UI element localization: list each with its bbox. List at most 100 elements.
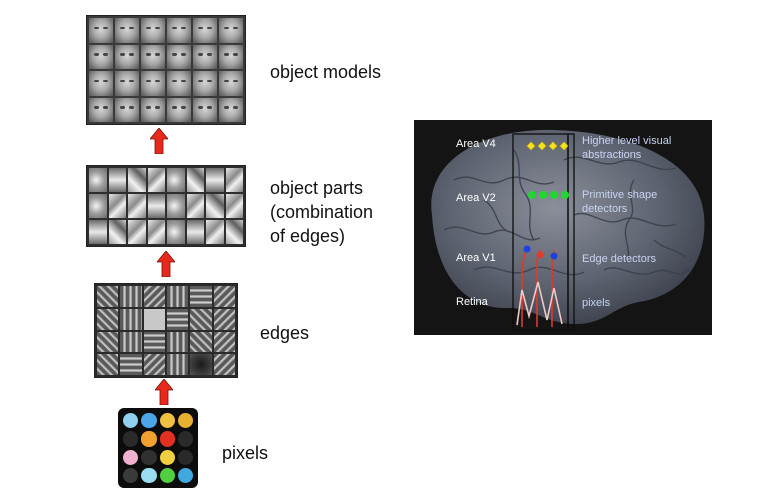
area-v2-label: Area V2 <box>456 192 496 204</box>
face-tile <box>89 44 113 69</box>
object-models-label: object models <box>270 62 382 82</box>
face-tile <box>193 97 217 122</box>
pixel-dot <box>123 449 139 465</box>
part-tile <box>225 194 243 218</box>
edge-tile <box>167 354 189 375</box>
face-tile <box>219 97 243 122</box>
pixel-dot <box>159 467 175 483</box>
brain-illustration <box>431 129 705 331</box>
face-tile <box>167 18 191 43</box>
edge-tile <box>167 331 189 353</box>
face-tile <box>141 71 165 96</box>
pixel-dot <box>123 413 139 429</box>
part-tile <box>206 220 224 244</box>
edge-tile <box>97 286 119 307</box>
edge-tile <box>120 331 142 353</box>
part-tile <box>147 168 165 192</box>
retina-label: Retina <box>456 296 488 308</box>
edge-tile <box>97 354 119 375</box>
face-tile <box>219 18 243 43</box>
part-tile <box>89 220 107 244</box>
retina-description: pixels <box>582 297 611 309</box>
face-tile <box>167 44 191 69</box>
part-tile <box>225 168 243 192</box>
part-tile <box>186 220 204 244</box>
edge-tile <box>120 286 142 307</box>
face-tile <box>115 97 139 122</box>
face-tile <box>115 18 139 43</box>
part-tile <box>147 220 165 244</box>
pixel-dot <box>141 449 157 465</box>
part-tile <box>128 194 146 218</box>
pixel-dot <box>123 467 139 483</box>
part-tile <box>167 168 185 192</box>
part-tile <box>167 220 185 244</box>
edge-tile <box>190 286 212 307</box>
part-tile <box>128 168 146 192</box>
part-tile <box>186 168 204 192</box>
edge-tile <box>143 308 165 330</box>
face-tile <box>193 18 217 43</box>
area-v1-label: Area V1 <box>456 252 496 264</box>
pixel-dot <box>159 449 175 465</box>
face-tile <box>193 71 217 96</box>
pixel-dot <box>177 449 193 465</box>
part-tile <box>89 194 107 218</box>
part-tile <box>206 168 224 192</box>
edge-tile <box>167 308 189 330</box>
pixel-dot <box>177 431 193 447</box>
face-tile <box>167 97 191 122</box>
edge-tile <box>213 331 235 353</box>
area-v4-label: Area V4 <box>456 138 496 150</box>
part-tile <box>128 220 146 244</box>
part-tile <box>186 194 204 218</box>
part-tile <box>167 194 185 218</box>
object-models-image <box>86 15 246 125</box>
edges-image <box>94 283 238 378</box>
edge-tile <box>167 286 189 307</box>
face-tile <box>167 71 191 96</box>
edge-tile <box>97 331 119 353</box>
v2-description: Primitive shape detectors <box>582 189 658 215</box>
face-tile <box>141 97 165 122</box>
edge-tile <box>213 354 235 375</box>
edge-tile <box>190 331 212 353</box>
face-tile <box>141 18 165 43</box>
v4-description: Higher level visual abstractions <box>582 135 672 161</box>
part-tile <box>108 194 126 218</box>
pixel-dot <box>177 413 193 429</box>
pixel-dot <box>159 431 175 447</box>
pixels-label: pixels <box>222 443 269 463</box>
edge-tile <box>190 308 212 330</box>
face-tile <box>193 44 217 69</box>
edge-tile <box>120 308 142 330</box>
up-arrow-icon <box>150 128 168 154</box>
face-tile <box>115 71 139 96</box>
part-tile <box>147 194 165 218</box>
edge-tile <box>143 354 165 375</box>
up-arrow-icon <box>157 251 175 277</box>
edge-tile <box>213 308 235 330</box>
edge-tile <box>213 286 235 307</box>
edge-tile <box>97 308 119 330</box>
part-tile <box>225 220 243 244</box>
face-tile <box>115 44 139 69</box>
v1-description: Edge detectors <box>582 253 656 265</box>
edge-tile <box>143 286 165 307</box>
part-tile <box>108 220 126 244</box>
edge-tile <box>120 354 142 375</box>
face-tile <box>89 18 113 43</box>
pixel-dot <box>141 413 157 429</box>
pixel-dot <box>123 431 139 447</box>
pixels-image <box>118 408 198 488</box>
pixel-dot <box>177 467 193 483</box>
pixel-dot <box>141 467 157 483</box>
edge-tile <box>190 354 212 375</box>
part-tile <box>206 194 224 218</box>
face-tile <box>219 44 243 69</box>
face-tile <box>219 71 243 96</box>
face-tile <box>89 97 113 122</box>
edges-label: edges <box>260 323 310 343</box>
part-tile <box>89 168 107 192</box>
object-parts-label: object parts (combination of edges) <box>270 178 374 246</box>
